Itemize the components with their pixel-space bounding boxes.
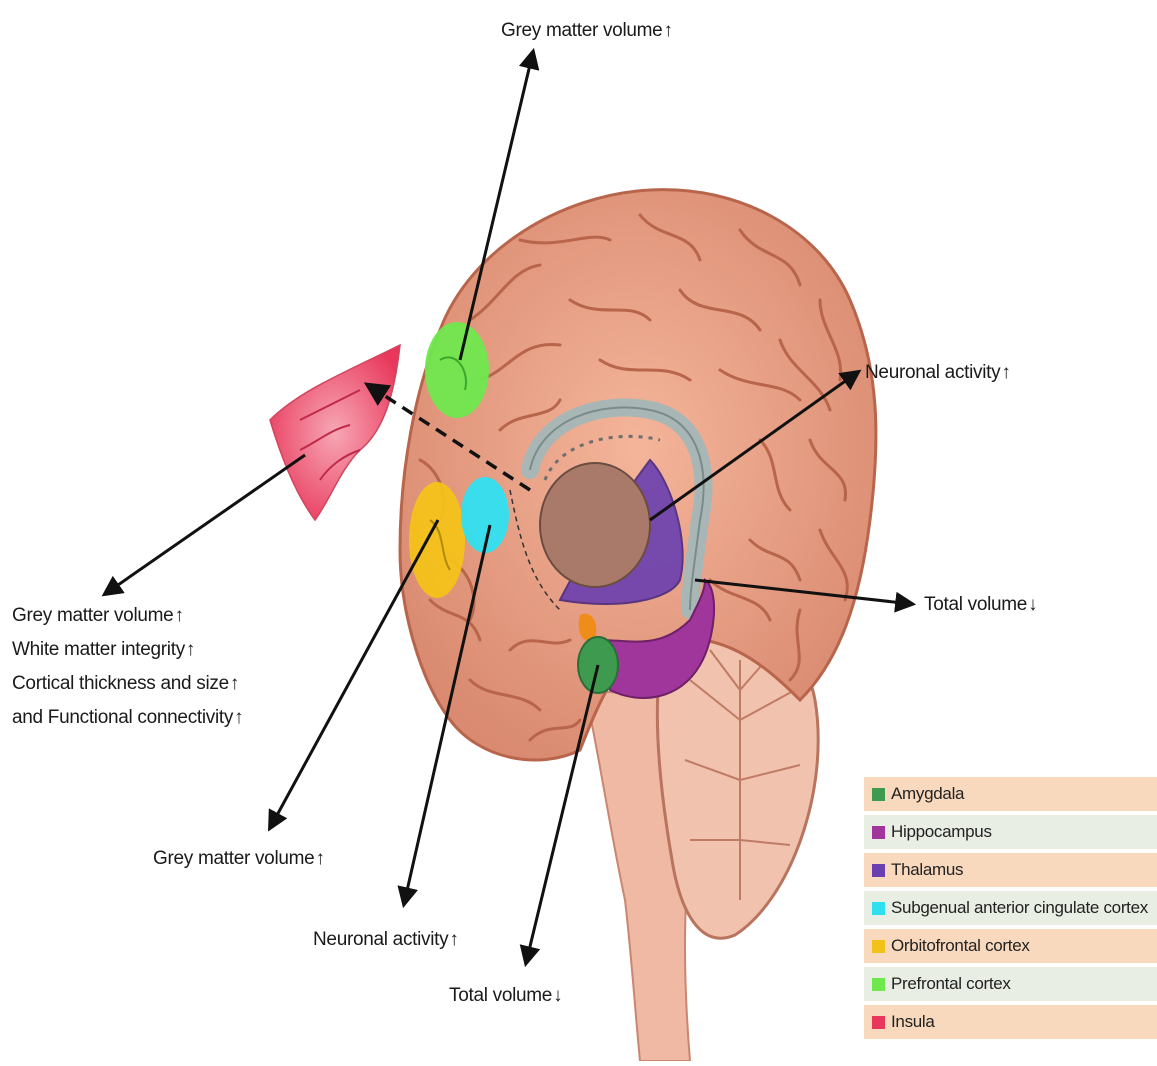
label-text: Grey matter volume [153, 848, 314, 869]
legend-item-orbitofrontal: Orbitofrontal cortex [864, 929, 1157, 963]
orbitofrontal-region [409, 482, 465, 598]
legend-item-insula: Insula [864, 1005, 1157, 1039]
legend-swatch [872, 864, 885, 877]
up-arrow-icon: ↑ [663, 20, 672, 41]
label-insula: Grey matter volume↑ White matter integri… [12, 599, 243, 735]
legend-swatch [872, 1016, 885, 1029]
label-sgacc: Neuronal activity↑ [313, 929, 459, 951]
legend-item-hippocampus: Hippocampus [864, 815, 1157, 849]
up-arrow-icon: ↑ [230, 673, 239, 694]
down-arrow-icon: ↓ [553, 985, 562, 1006]
label-prefrontal: Grey matter volume↑ [501, 20, 673, 42]
label-line: and Functional connectivity↑ [12, 701, 243, 735]
up-arrow-icon: ↑ [1001, 362, 1010, 383]
label-text: Grey matter volume [501, 20, 662, 41]
label-line: Cortical thickness and size↑ [12, 667, 243, 701]
label-text: Neuronal activity [865, 362, 1000, 383]
label-orbitofrontal: Grey matter volume↑ [153, 848, 325, 870]
legend: Amygdala Hippocampus Thalamus Subgenual … [864, 777, 1157, 1043]
down-arrow-icon: ↓ [1028, 594, 1037, 615]
prefrontal-region [425, 322, 489, 418]
legend-item-sgacc: Subgenual anterior cingulate cortex [864, 891, 1157, 925]
label-amygdala: Total volume↓ [449, 985, 562, 1007]
legend-swatch [872, 902, 885, 915]
label-thalamus: Neuronal activity↑ [865, 362, 1011, 384]
label-text: Cortical thickness and size [12, 673, 229, 694]
legend-swatch [872, 978, 885, 991]
thalamus-body [540, 463, 650, 587]
label-line: Grey matter volume↑ [12, 599, 243, 633]
label-line: White matter integrity↑ [12, 633, 243, 667]
legend-label: Prefrontal cortex [891, 974, 1011, 994]
up-arrow-icon: ↑ [449, 929, 458, 950]
legend-swatch [872, 826, 885, 839]
label-text: Grey matter volume [12, 605, 173, 626]
insula-region [270, 345, 400, 520]
legend-label: Subgenual anterior cingulate cortex [891, 898, 1148, 918]
up-arrow-icon: ↑ [315, 848, 324, 869]
legend-label: Orbitofrontal cortex [891, 936, 1030, 956]
label-text: Total volume [924, 594, 1027, 615]
legend-item-thalamus: Thalamus [864, 853, 1157, 887]
label-hippocampus: Total volume↓ [924, 594, 1037, 616]
legend-label: Thalamus [891, 860, 963, 880]
up-arrow-icon: ↑ [234, 707, 243, 728]
legend-label: Hippocampus [891, 822, 992, 842]
up-arrow-icon: ↑ [174, 605, 183, 626]
label-text: Total volume [449, 985, 552, 1006]
arrow-orbitofrontal-down [270, 520, 438, 828]
legend-label: Insula [891, 1012, 935, 1032]
legend-swatch [872, 788, 885, 801]
legend-item-amygdala: Amygdala [864, 777, 1157, 811]
arrow-insula-down [105, 455, 305, 594]
label-text: Neuronal activity [313, 929, 448, 950]
legend-label: Amygdala [891, 784, 964, 804]
legend-swatch [872, 940, 885, 953]
label-text: and Functional connectivity [12, 707, 233, 728]
up-arrow-icon: ↑ [186, 639, 195, 660]
legend-item-prefrontal: Prefrontal cortex [864, 967, 1157, 1001]
label-text: White matter integrity [12, 639, 185, 660]
